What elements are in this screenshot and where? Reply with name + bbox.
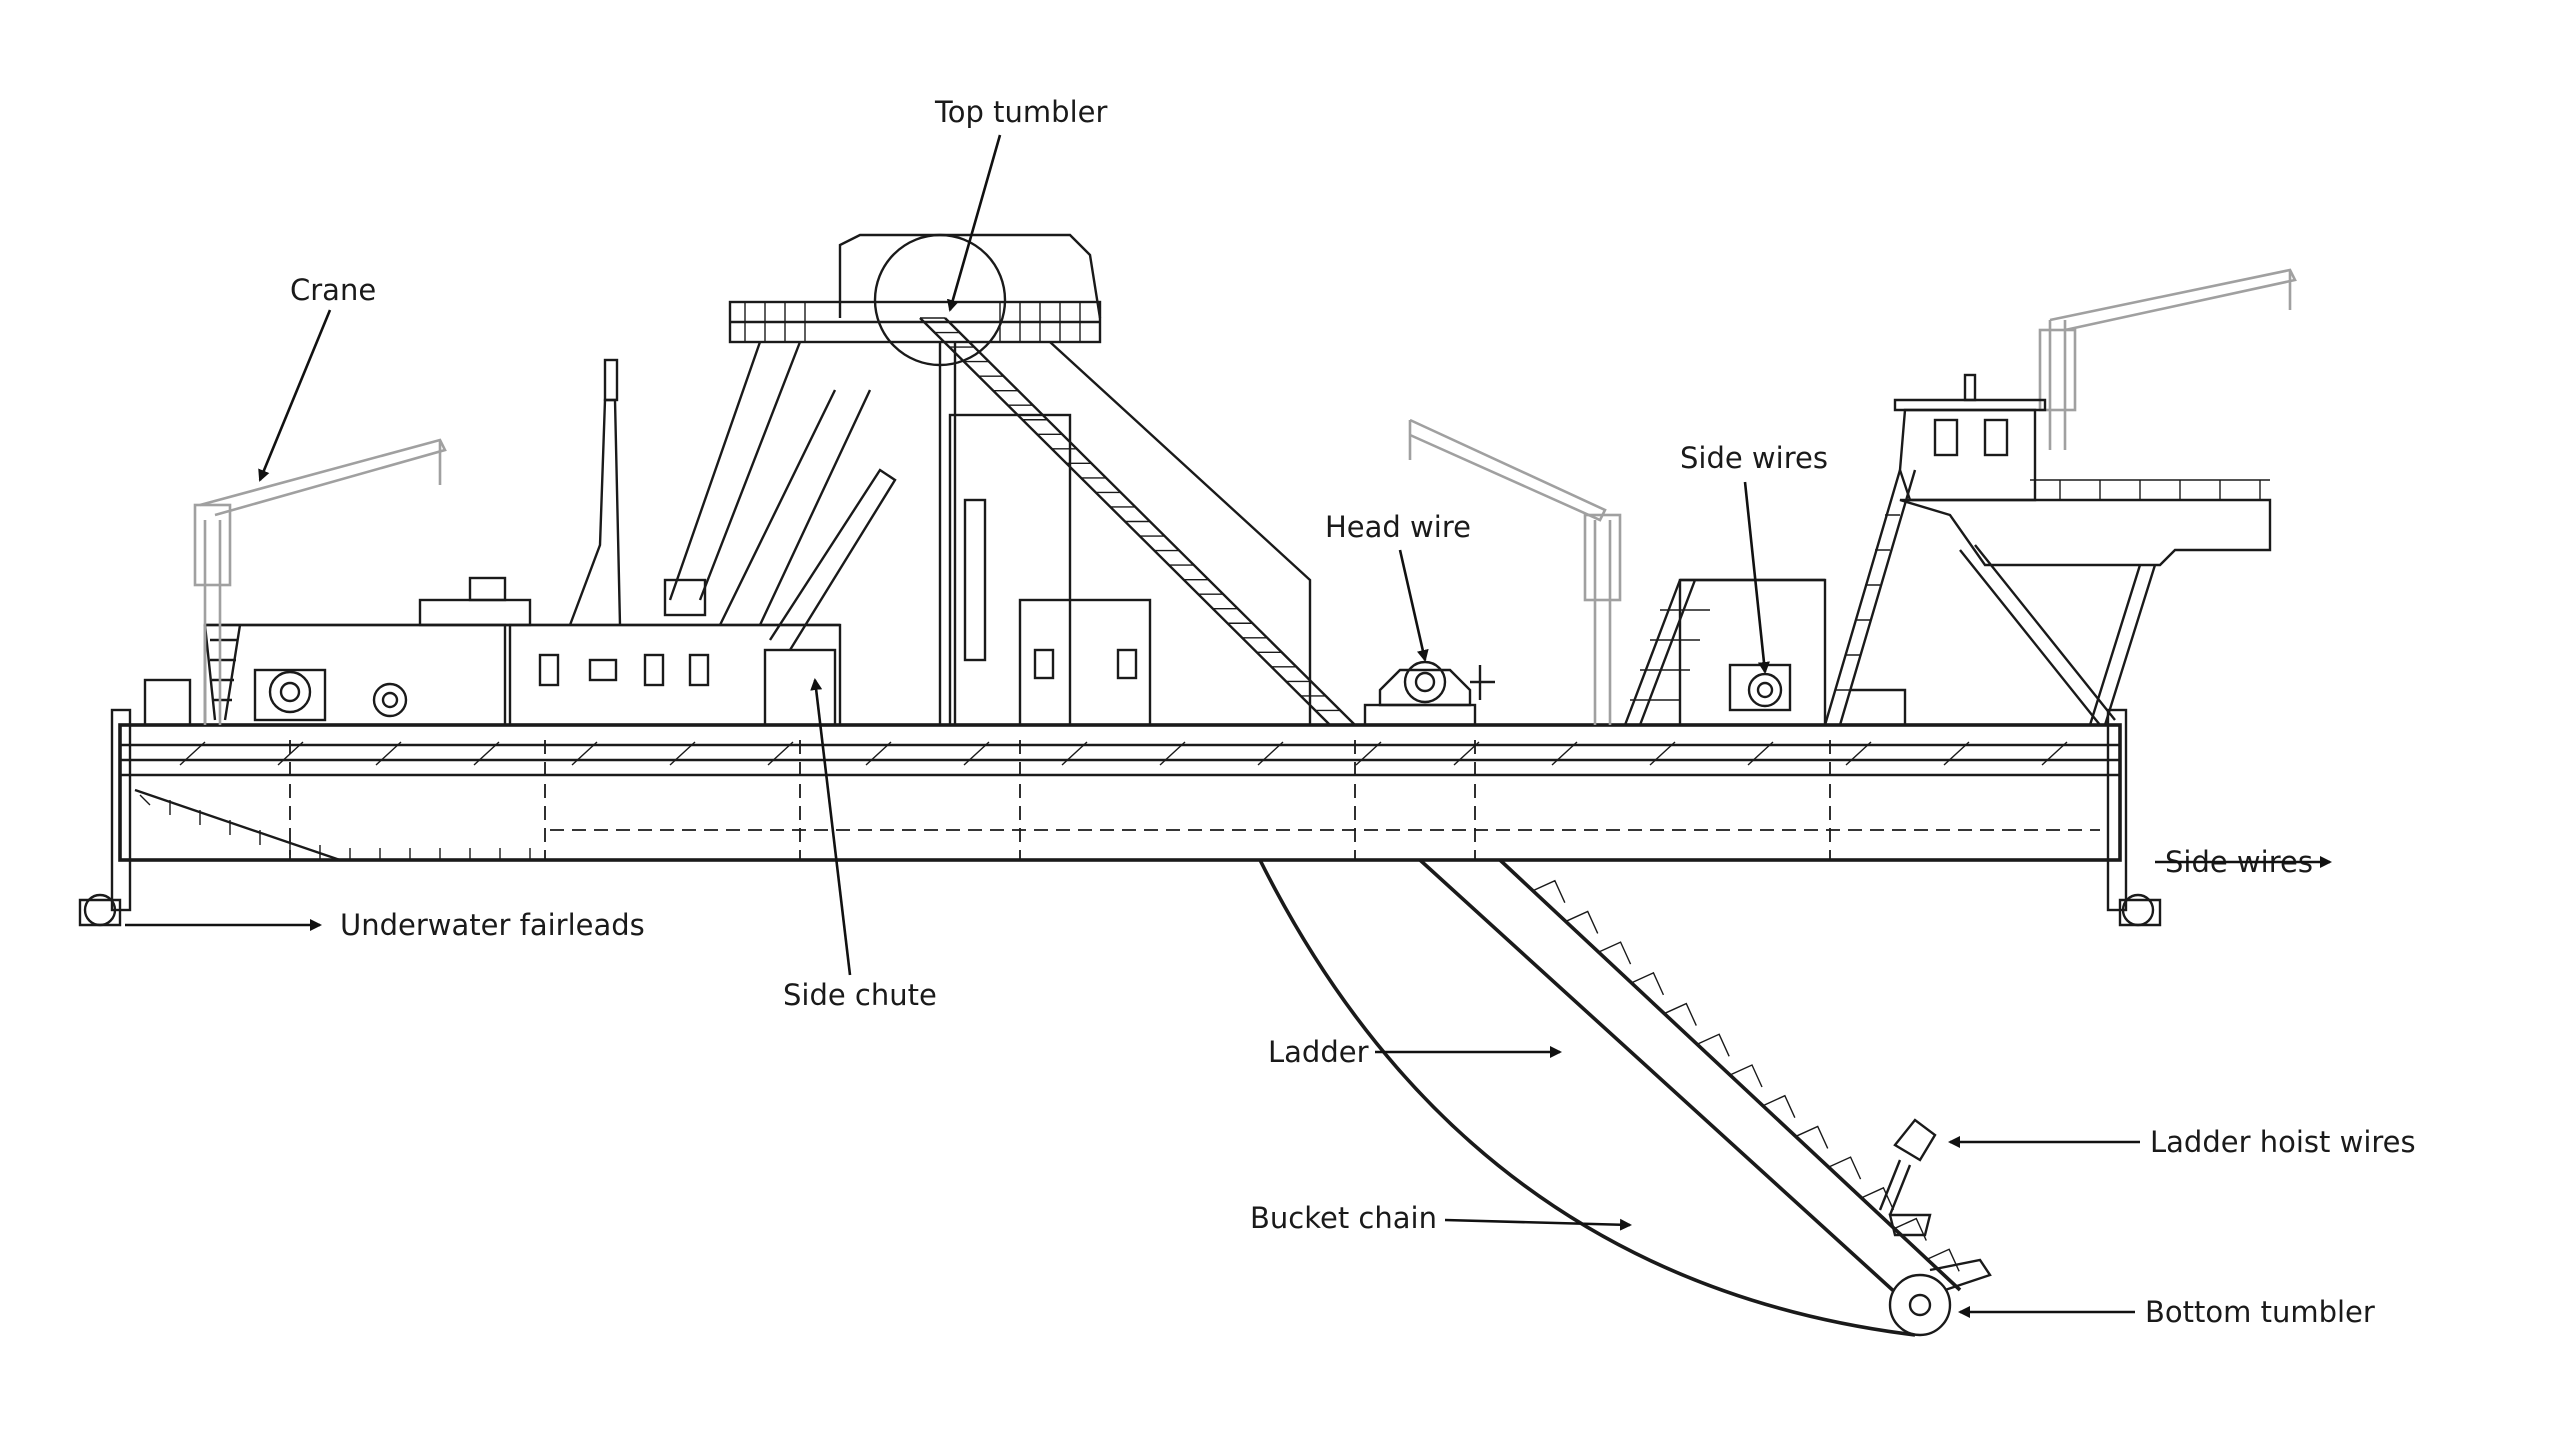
leader-crane bbox=[258, 309, 332, 482]
leader-side-chute bbox=[810, 678, 852, 976]
bucket-chain bbox=[1258, 859, 1916, 1337]
crane-right bbox=[2038, 268, 2297, 450]
bottom-tumbler bbox=[1888, 1258, 1992, 1337]
leader-head-wire bbox=[1398, 549, 1429, 662]
hull bbox=[78, 708, 2162, 927]
aft-superstructure bbox=[1623, 373, 2272, 727]
head-wire-winch bbox=[1363, 660, 1495, 727]
ladder bbox=[1418, 858, 1962, 1317]
leader-side-wires-upper bbox=[1743, 481, 1770, 674]
leader-top-tumbler bbox=[946, 134, 1002, 312]
label-ladder: Ladder bbox=[1268, 1035, 1369, 1069]
label-head-wire: Head wire bbox=[1325, 510, 1471, 544]
label-side-chute: Side chute bbox=[783, 978, 937, 1012]
ladder-hoist-block bbox=[1878, 1118, 1937, 1237]
bucket-tower bbox=[663, 233, 1356, 727]
label-bottom-tumbler: Bottom tumbler bbox=[2145, 1295, 2375, 1329]
label-underwater-fairleads: Underwater fairleads bbox=[340, 908, 645, 942]
crane-mid bbox=[1408, 418, 1622, 725]
label-top-tumbler: Top tumbler bbox=[934, 95, 1107, 129]
crane-left bbox=[193, 438, 447, 725]
leader-bucket-chain bbox=[1444, 1218, 1632, 1231]
label-bucket-chain: Bucket chain bbox=[1250, 1201, 1437, 1235]
label-ladder-hoist-wires: Ladder hoist wires bbox=[2150, 1125, 2416, 1159]
label-crane: Crane bbox=[290, 273, 376, 307]
label-side-wires-upper: Side wires bbox=[1680, 441, 1828, 475]
